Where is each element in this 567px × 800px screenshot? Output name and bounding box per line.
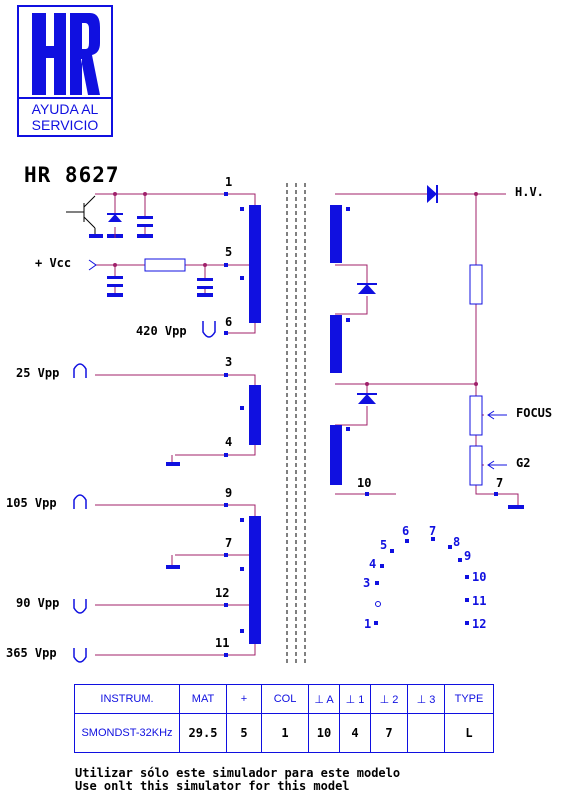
cell-ground-3	[407, 713, 445, 753]
pulse-365	[73, 648, 87, 663]
model-title: HR 8627	[24, 163, 120, 187]
table-row: SMONDST-32KHz 29.5 5 1 10 4 7 L	[74, 713, 494, 753]
socket-pin-11: 11	[472, 594, 487, 608]
header-ground-a: ⊥ A	[308, 684, 340, 714]
cell-ground-2: 7	[370, 713, 408, 753]
vpp365-label: 365 Vpp	[6, 646, 57, 660]
pulse-105	[73, 494, 87, 509]
cell-instrum: SMONDST-32KHz	[74, 713, 180, 753]
socket-pin-1: 1	[364, 617, 372, 631]
socket-pin-5: 5	[380, 538, 388, 552]
wire-pin9	[95, 504, 256, 517]
logo-text-line2: SERVICIO	[31, 117, 99, 133]
note-spanish: Utilizar sólo este simulador para este m…	[75, 766, 401, 780]
socket-pin-7: 7	[429, 524, 437, 538]
socket-pin-6: 6	[402, 524, 410, 538]
wire-pin1	[95, 193, 256, 205]
cell-col: 1	[261, 713, 309, 753]
logo-divider	[19, 97, 111, 99]
pulse-25	[73, 363, 87, 378]
wire-pin11	[95, 643, 256, 656]
pin-3: 3	[225, 355, 233, 369]
pin-12: 12	[215, 586, 230, 600]
g2-label: G2	[516, 456, 531, 470]
wire-pin4	[175, 444, 256, 456]
cell-plus: 5	[226, 713, 262, 753]
pin-6: 6	[225, 315, 233, 329]
header-ground-1: ⊥ 1	[339, 684, 371, 714]
hr-logo-letters	[32, 13, 100, 95]
cell-ground-1: 4	[339, 713, 371, 753]
cell-type: L	[444, 713, 494, 753]
hv-label: H.V.	[515, 185, 544, 199]
header-mat: MAT	[179, 684, 227, 714]
header-instrum: INSTRUM.	[74, 684, 180, 714]
socket-pin-3: 3	[363, 576, 371, 590]
vpp25-label: 25 Vpp	[16, 366, 60, 380]
socket-pin-8: 8	[453, 535, 461, 549]
pulse-90	[73, 599, 87, 614]
table-header-row: INSTRUM. MAT + COL ⊥ A ⊥ 1 ⊥ 2 ⊥ 3 TYPE	[74, 684, 494, 714]
header-ground-2: ⊥ 2	[370, 684, 408, 714]
pin-4: 4	[225, 435, 233, 449]
pin-7: 7	[225, 536, 233, 550]
logo-text-line1: AYUDA AL	[31, 101, 99, 117]
header-plus: +	[226, 684, 262, 714]
socket-pin-10: 10	[472, 570, 487, 584]
pin-7-secondary: 7	[496, 476, 504, 490]
socket-pin-9: 9	[464, 549, 472, 563]
pin-11: 11	[215, 636, 230, 650]
pin-9: 9	[225, 486, 233, 500]
hr-logo: AYUDA AL SERVICIO	[17, 5, 113, 137]
socket-pin-12: 12	[472, 617, 487, 631]
pulse-420	[202, 321, 216, 338]
vpp90-label: 90 Vpp	[16, 596, 60, 610]
focus-label: FOCUS	[516, 406, 553, 420]
vcc-label: + Vcc	[35, 256, 72, 270]
wire-pin6	[225, 322, 256, 334]
cell-ground-a: 10	[308, 713, 340, 753]
vpp420-label: 420 Vpp	[136, 324, 187, 338]
pin-5: 5	[225, 245, 233, 259]
header-col: COL	[261, 684, 309, 714]
cell-mat: 29.5	[179, 713, 227, 753]
header-ground-3: ⊥ 3	[407, 684, 445, 714]
pin-10-secondary: 10	[357, 476, 372, 490]
header-type: TYPE	[444, 684, 494, 714]
socket-pin-4: 4	[369, 557, 377, 571]
pin-1: 1	[225, 175, 233, 189]
specs-table: INSTRUM. MAT + COL ⊥ A ⊥ 1 ⊥ 2 ⊥ 3 TYPE …	[74, 684, 494, 753]
wire-pin3	[95, 374, 256, 386]
note-english: Use onlt this simulator for this model	[75, 779, 350, 793]
vpp105-label: 105 Vpp	[6, 496, 57, 510]
